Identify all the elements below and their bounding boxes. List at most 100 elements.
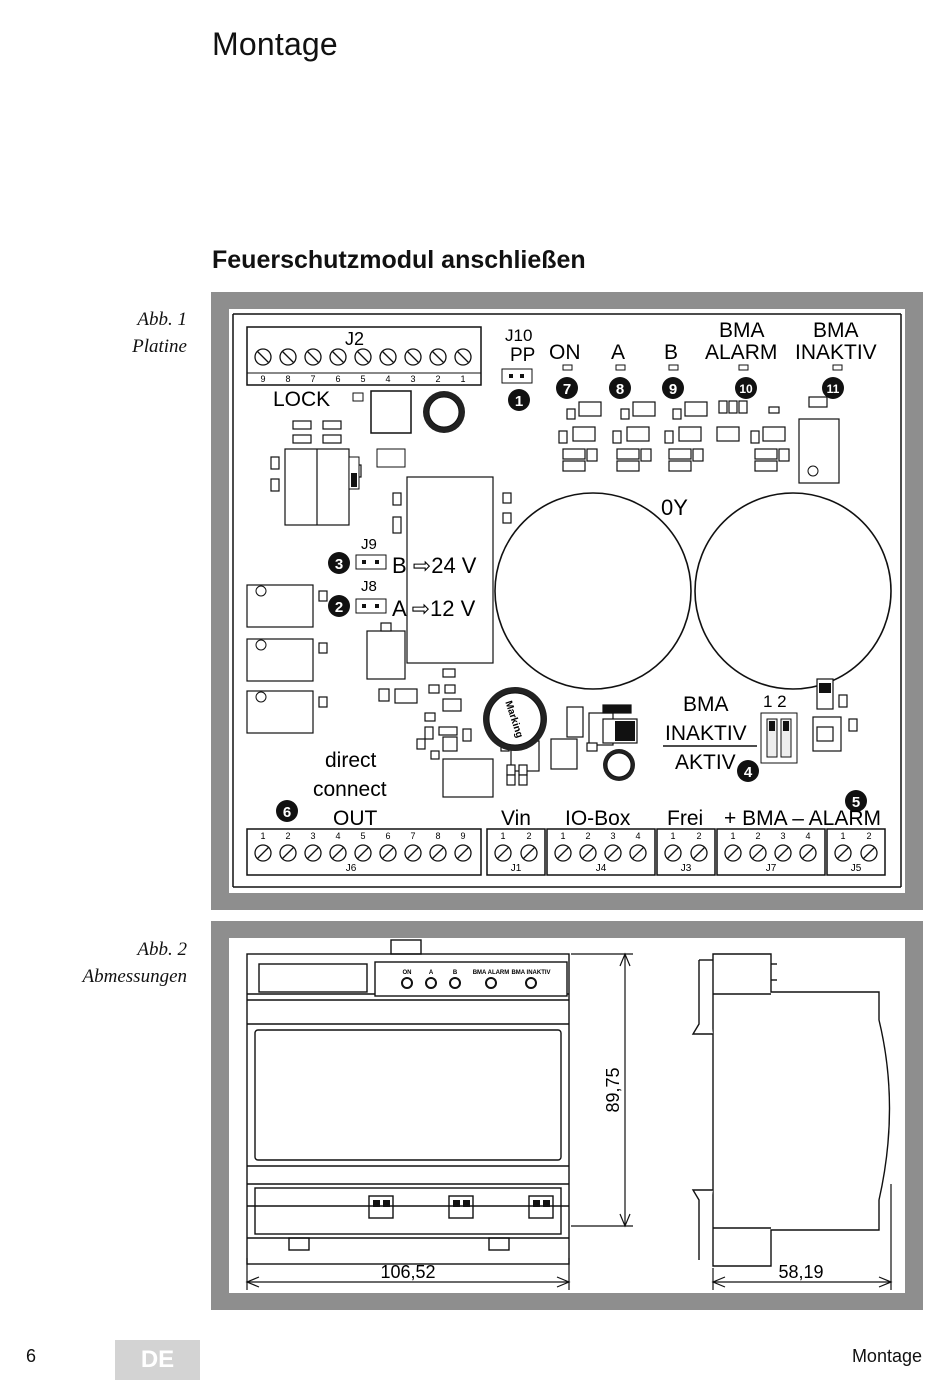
bma-alarm-terminal-label: + BMA – ALARM xyxy=(724,807,881,830)
figure2-caption: Abb. 2 Abmessungen xyxy=(83,936,187,990)
j6-pin: 2 xyxy=(285,831,290,841)
marker-1-icon: 1 xyxy=(508,389,530,411)
j2-pin: 5 xyxy=(360,374,365,384)
jumper-a-12v-label: A ⇨12 V xyxy=(392,596,476,621)
svg-text:1: 1 xyxy=(515,393,523,410)
j6-pin: 4 xyxy=(335,831,340,841)
figure2-frame: ON A B BMA ALARM BMA INAKTIV xyxy=(211,921,923,1310)
marker-4-icon: 4 xyxy=(737,760,759,782)
bma-dip-label: BMA xyxy=(683,693,729,716)
language-badge: DE xyxy=(115,1340,200,1380)
j6-pin: 9 xyxy=(460,831,465,841)
svg-text:11: 11 xyxy=(827,382,840,396)
j4-pin: 1 xyxy=(560,831,565,841)
j1-pin: 2 xyxy=(526,831,531,841)
j2-pin: 7 xyxy=(310,374,315,384)
svg-text:6: 6 xyxy=(283,804,291,821)
svg-text:2: 2 xyxy=(335,599,343,616)
j5-pin: 2 xyxy=(866,831,871,841)
jumper-b-24v-label: B ⇨24 V xyxy=(392,553,477,578)
j2-pin: 6 xyxy=(335,374,340,384)
j3-pin: 1 xyxy=(670,831,675,841)
marker-10-icon: 10 xyxy=(735,377,757,399)
vin-label: Vin xyxy=(501,807,531,830)
j6-pin: 8 xyxy=(435,831,440,841)
front-led-label: BMA INAKTIV xyxy=(511,970,550,976)
frei-label: Frei xyxy=(667,807,703,830)
on-label: ON xyxy=(549,341,581,364)
iobox-label: IO-Box xyxy=(565,807,631,830)
direct-label: direct xyxy=(325,749,377,772)
marker-6-icon: 6 xyxy=(276,800,298,822)
figure1-caption: Abb. 1 Platine xyxy=(132,306,187,360)
j6-pin: 3 xyxy=(310,831,315,841)
figure2-caption-number: Abb. 2 xyxy=(137,939,187,960)
figure2-caption-text: Abmessungen xyxy=(82,966,187,987)
svg-text:3: 3 xyxy=(335,556,343,573)
section-title: Feuerschutzmodul anschließen xyxy=(212,246,586,274)
j2-pin: 3 xyxy=(410,374,415,384)
circuit-board-drawing: 9 8 7 6 5 4 3 2 1 J2 LOCK J10 PP xyxy=(232,313,902,888)
inaktiv-dip-label: INAKTIV xyxy=(665,722,747,745)
figure1-board: 9 8 7 6 5 4 3 2 1 J2 LOCK J10 PP xyxy=(229,309,905,893)
svg-text:4: 4 xyxy=(744,764,753,781)
j1-label: J1 xyxy=(511,863,522,874)
marker-5-icon: 5 xyxy=(845,790,867,812)
j6-pin: 5 xyxy=(360,831,365,841)
b-label: B xyxy=(664,341,678,364)
front-led-label: A xyxy=(429,970,434,976)
j7-pin: 2 xyxy=(755,831,760,841)
marker-7-icon: 7 xyxy=(556,377,578,399)
marker-8-icon: 8 xyxy=(609,377,631,399)
pp-label: PP xyxy=(510,345,535,366)
height-dimension: 89,75 xyxy=(603,1067,623,1112)
j2-label: J2 xyxy=(345,329,364,349)
oy-label: 0Y xyxy=(661,495,688,520)
aktiv-dip-label: AKTIV xyxy=(675,751,736,774)
bma-alarm-label-top: BMA xyxy=(719,319,765,342)
j6-label: J6 xyxy=(346,863,357,874)
svg-text:9: 9 xyxy=(669,381,677,398)
j7-pin: 1 xyxy=(730,831,735,841)
j2-pin: 9 xyxy=(260,374,265,384)
footer-section-title: Montage xyxy=(851,1346,922,1366)
marker-9-icon: 9 xyxy=(662,377,684,399)
j4-pin: 2 xyxy=(585,831,590,841)
page-number: 6 xyxy=(26,1346,37,1366)
front-led-label: BMA ALARM xyxy=(473,970,510,976)
svg-text:7: 7 xyxy=(563,381,571,398)
figure1-frame: 9 8 7 6 5 4 3 2 1 J2 LOCK J10 PP xyxy=(211,292,923,910)
svg-text:8: 8 xyxy=(616,381,624,398)
figure2-drawing: ON A B BMA ALARM BMA INAKTIV xyxy=(229,938,905,1293)
j5-label: J5 xyxy=(851,863,862,874)
inaktiv-label: INAKTIV xyxy=(795,341,877,364)
alarm-label: ALARM xyxy=(705,341,777,364)
j7-pin: 4 xyxy=(805,831,810,841)
j6-pin: 6 xyxy=(385,831,390,841)
j10-label: J10 xyxy=(505,326,532,345)
marker-3-icon: 3 xyxy=(328,552,350,574)
j7-pin: 3 xyxy=(780,831,785,841)
page-title: Montage xyxy=(212,26,338,62)
svg-text:10: 10 xyxy=(739,382,753,396)
out-label: OUT xyxy=(333,807,378,830)
j5-pin: 1 xyxy=(840,831,845,841)
j8-label: J8 xyxy=(361,578,377,595)
depth-dimension: 58,19 xyxy=(778,1262,823,1282)
marker-2-icon: 2 xyxy=(328,595,350,617)
j2-pin: 4 xyxy=(385,374,390,384)
j2-pin: 1 xyxy=(460,374,465,384)
front-led-label: B xyxy=(453,970,458,976)
a-label: A xyxy=(611,341,625,364)
lock-label: LOCK xyxy=(273,388,330,411)
j3-label: J3 xyxy=(681,863,692,874)
j1-pin: 1 xyxy=(500,831,505,841)
j4-pin: 4 xyxy=(635,831,640,841)
j7-label: J7 xyxy=(766,863,777,874)
j6-pin: 7 xyxy=(410,831,415,841)
dip-numbers: 1 2 xyxy=(763,692,787,711)
j3-pin: 2 xyxy=(696,831,701,841)
j2-pin: 2 xyxy=(435,374,440,384)
j2-pin: 8 xyxy=(285,374,290,384)
j6-pin: 1 xyxy=(260,831,265,841)
